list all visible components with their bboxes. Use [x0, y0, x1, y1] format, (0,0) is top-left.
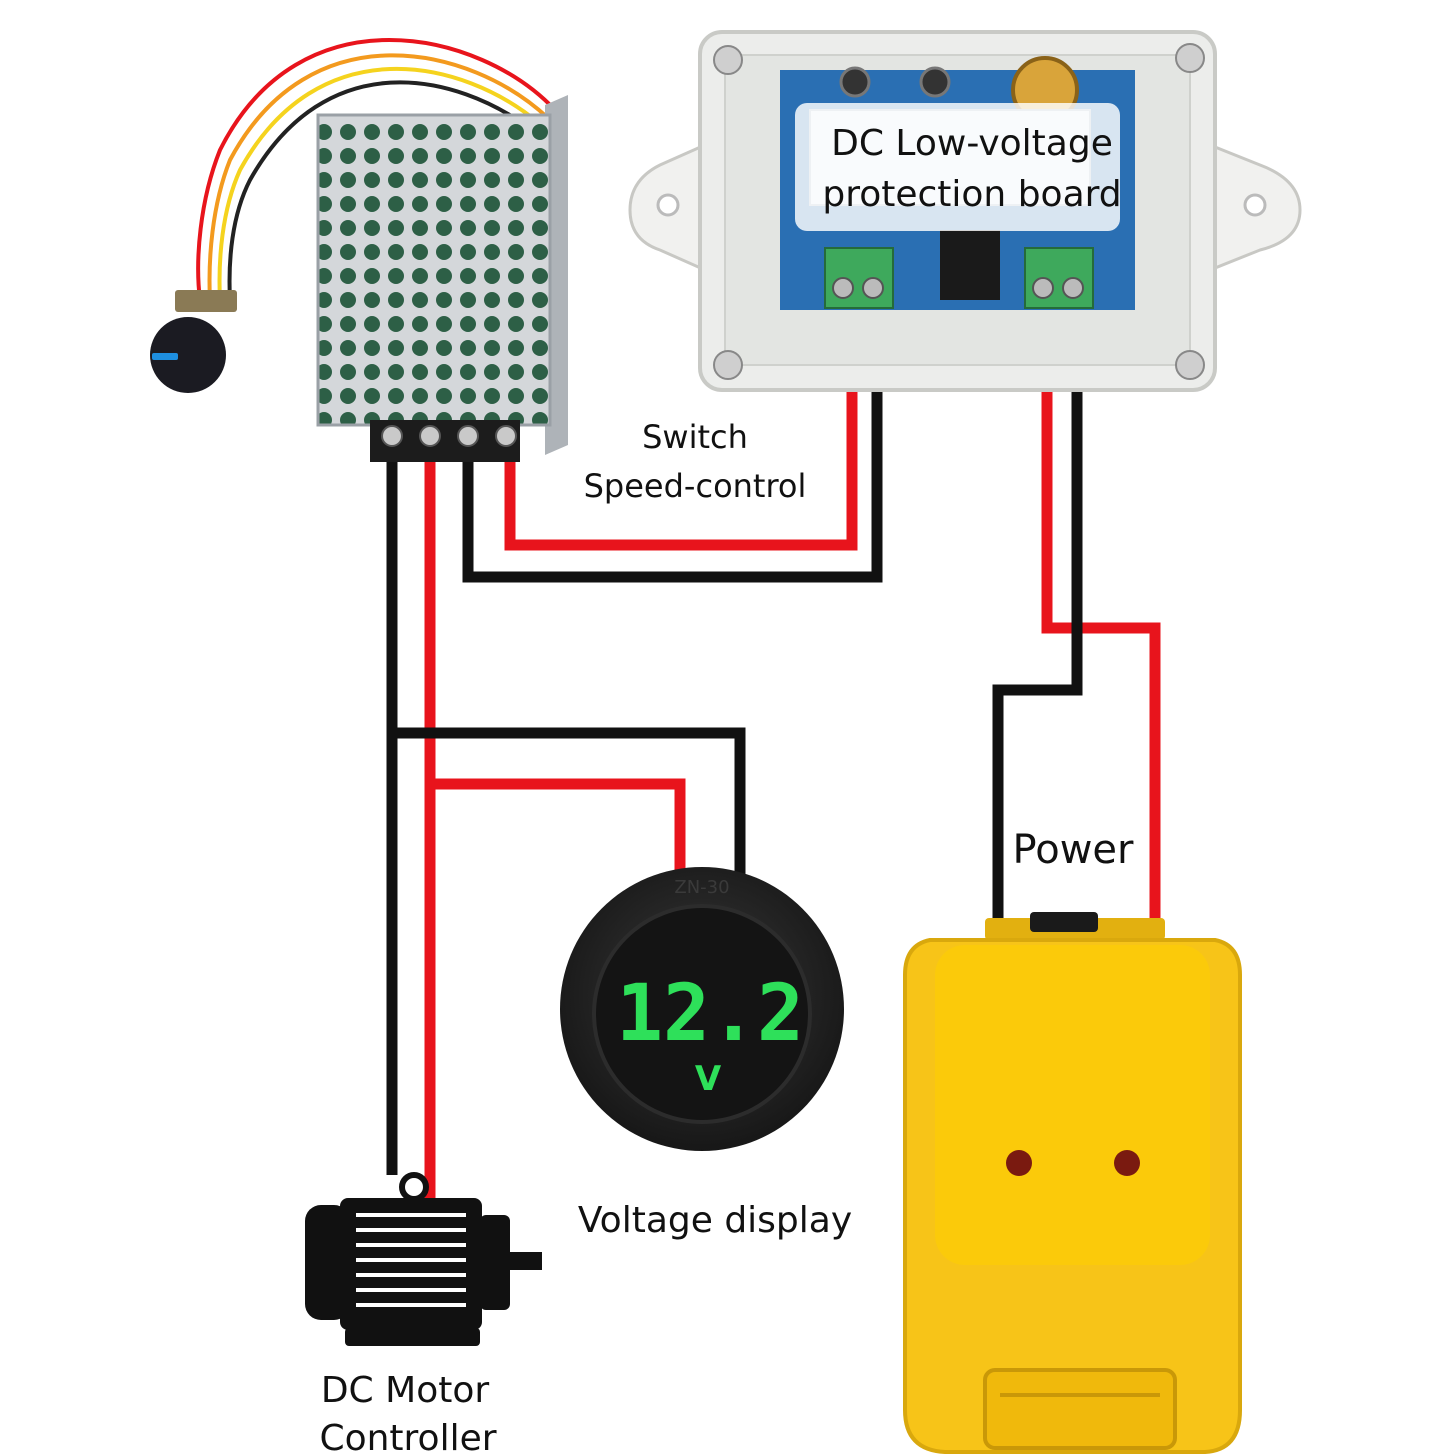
terminal-vin-screw-1: [1032, 277, 1054, 299]
pot-knob[interactable]: [150, 317, 226, 393]
controller-case: [316, 113, 552, 427]
pot-knob-indicator: [152, 353, 178, 360]
meter-unit: V: [695, 1059, 722, 1099]
wire-switch-black: [462, 362, 883, 583]
motor-base: [345, 1328, 480, 1346]
meter-reading: 12.2: [616, 969, 804, 1059]
motor-fins: [356, 1213, 466, 1307]
protection-board-label-line1: DC Low-voltage: [831, 123, 1113, 164]
motor-label-line2: Controller: [319, 1418, 496, 1456]
battery-adapter: [903, 912, 1242, 1454]
board-button-1[interactable]: [839, 66, 871, 98]
wire-power-red: [1041, 362, 1161, 935]
voltage-display-meter: ZN-30 12.2 V: [560, 867, 844, 1151]
enclosure-screw-bl: [713, 350, 743, 380]
flange-hole-right: [1243, 193, 1267, 217]
enclosure-screw-br: [1175, 350, 1205, 380]
pot-body: [175, 290, 237, 312]
dc-motor-icon: [305, 1172, 542, 1346]
board-button-2[interactable]: [919, 66, 951, 98]
terminal-screw-3: [457, 425, 479, 447]
wire-power-black: [992, 362, 1083, 928]
motor-speed-controller: [150, 38, 568, 462]
adapter-rocker-switch[interactable]: [1030, 912, 1098, 932]
pot-wire-orange: [207, 53, 550, 301]
terminal-vin: [1024, 247, 1094, 309]
wires: [386, 362, 1161, 1205]
terminal-vout: [824, 247, 894, 309]
terminal-screw-4: [495, 425, 517, 447]
adapter-latch[interactable]: [983, 1368, 1177, 1450]
motor-label-line1: DC Motor: [321, 1370, 490, 1411]
protection-board-label-bg: [795, 103, 1120, 231]
terminal-screw-1: [381, 425, 403, 447]
terminal-vout-screw-2: [862, 277, 884, 299]
pot-wire-red: [196, 38, 557, 301]
protection-board-module: DC Low-voltage protection board: [628, 30, 1302, 392]
pot-wire-yellow: [217, 66, 542, 301]
pot-wire-black: [227, 80, 534, 301]
terminal-vin-screw-2: [1062, 277, 1084, 299]
wire-display-black: [392, 727, 746, 880]
motor-front-plate: [480, 1215, 510, 1310]
wire-switch-red: [504, 362, 858, 551]
enclosure-screw-tr: [1175, 43, 1205, 73]
motor-body: [340, 1198, 482, 1330]
adapter-led-left: [1006, 1150, 1032, 1176]
wire-display-red: [430, 778, 686, 875]
flange-hole-left: [656, 193, 680, 217]
switch-label-line2: Speed-control: [584, 467, 807, 505]
terminal-vout-screw-1: [832, 277, 854, 299]
switch-label-line1: Switch: [642, 418, 748, 456]
enclosure-screw-tl: [713, 45, 743, 75]
meter-face: [592, 904, 812, 1124]
adapter-led-right: [1114, 1150, 1140, 1176]
voltage-display-label: Voltage display: [578, 1200, 852, 1241]
adapter-top-face: [935, 945, 1210, 1265]
power-label: Power: [1013, 827, 1134, 873]
protection-board-label-line2: protection board: [822, 174, 1121, 215]
motor-shaft: [510, 1252, 542, 1270]
meter-brand: ZN-30: [674, 877, 729, 898]
motor-eye-bolt: [399, 1172, 429, 1202]
motor-end-cap: [305, 1205, 350, 1320]
terminal-screw-2: [419, 425, 441, 447]
board-relay: [940, 230, 1000, 300]
